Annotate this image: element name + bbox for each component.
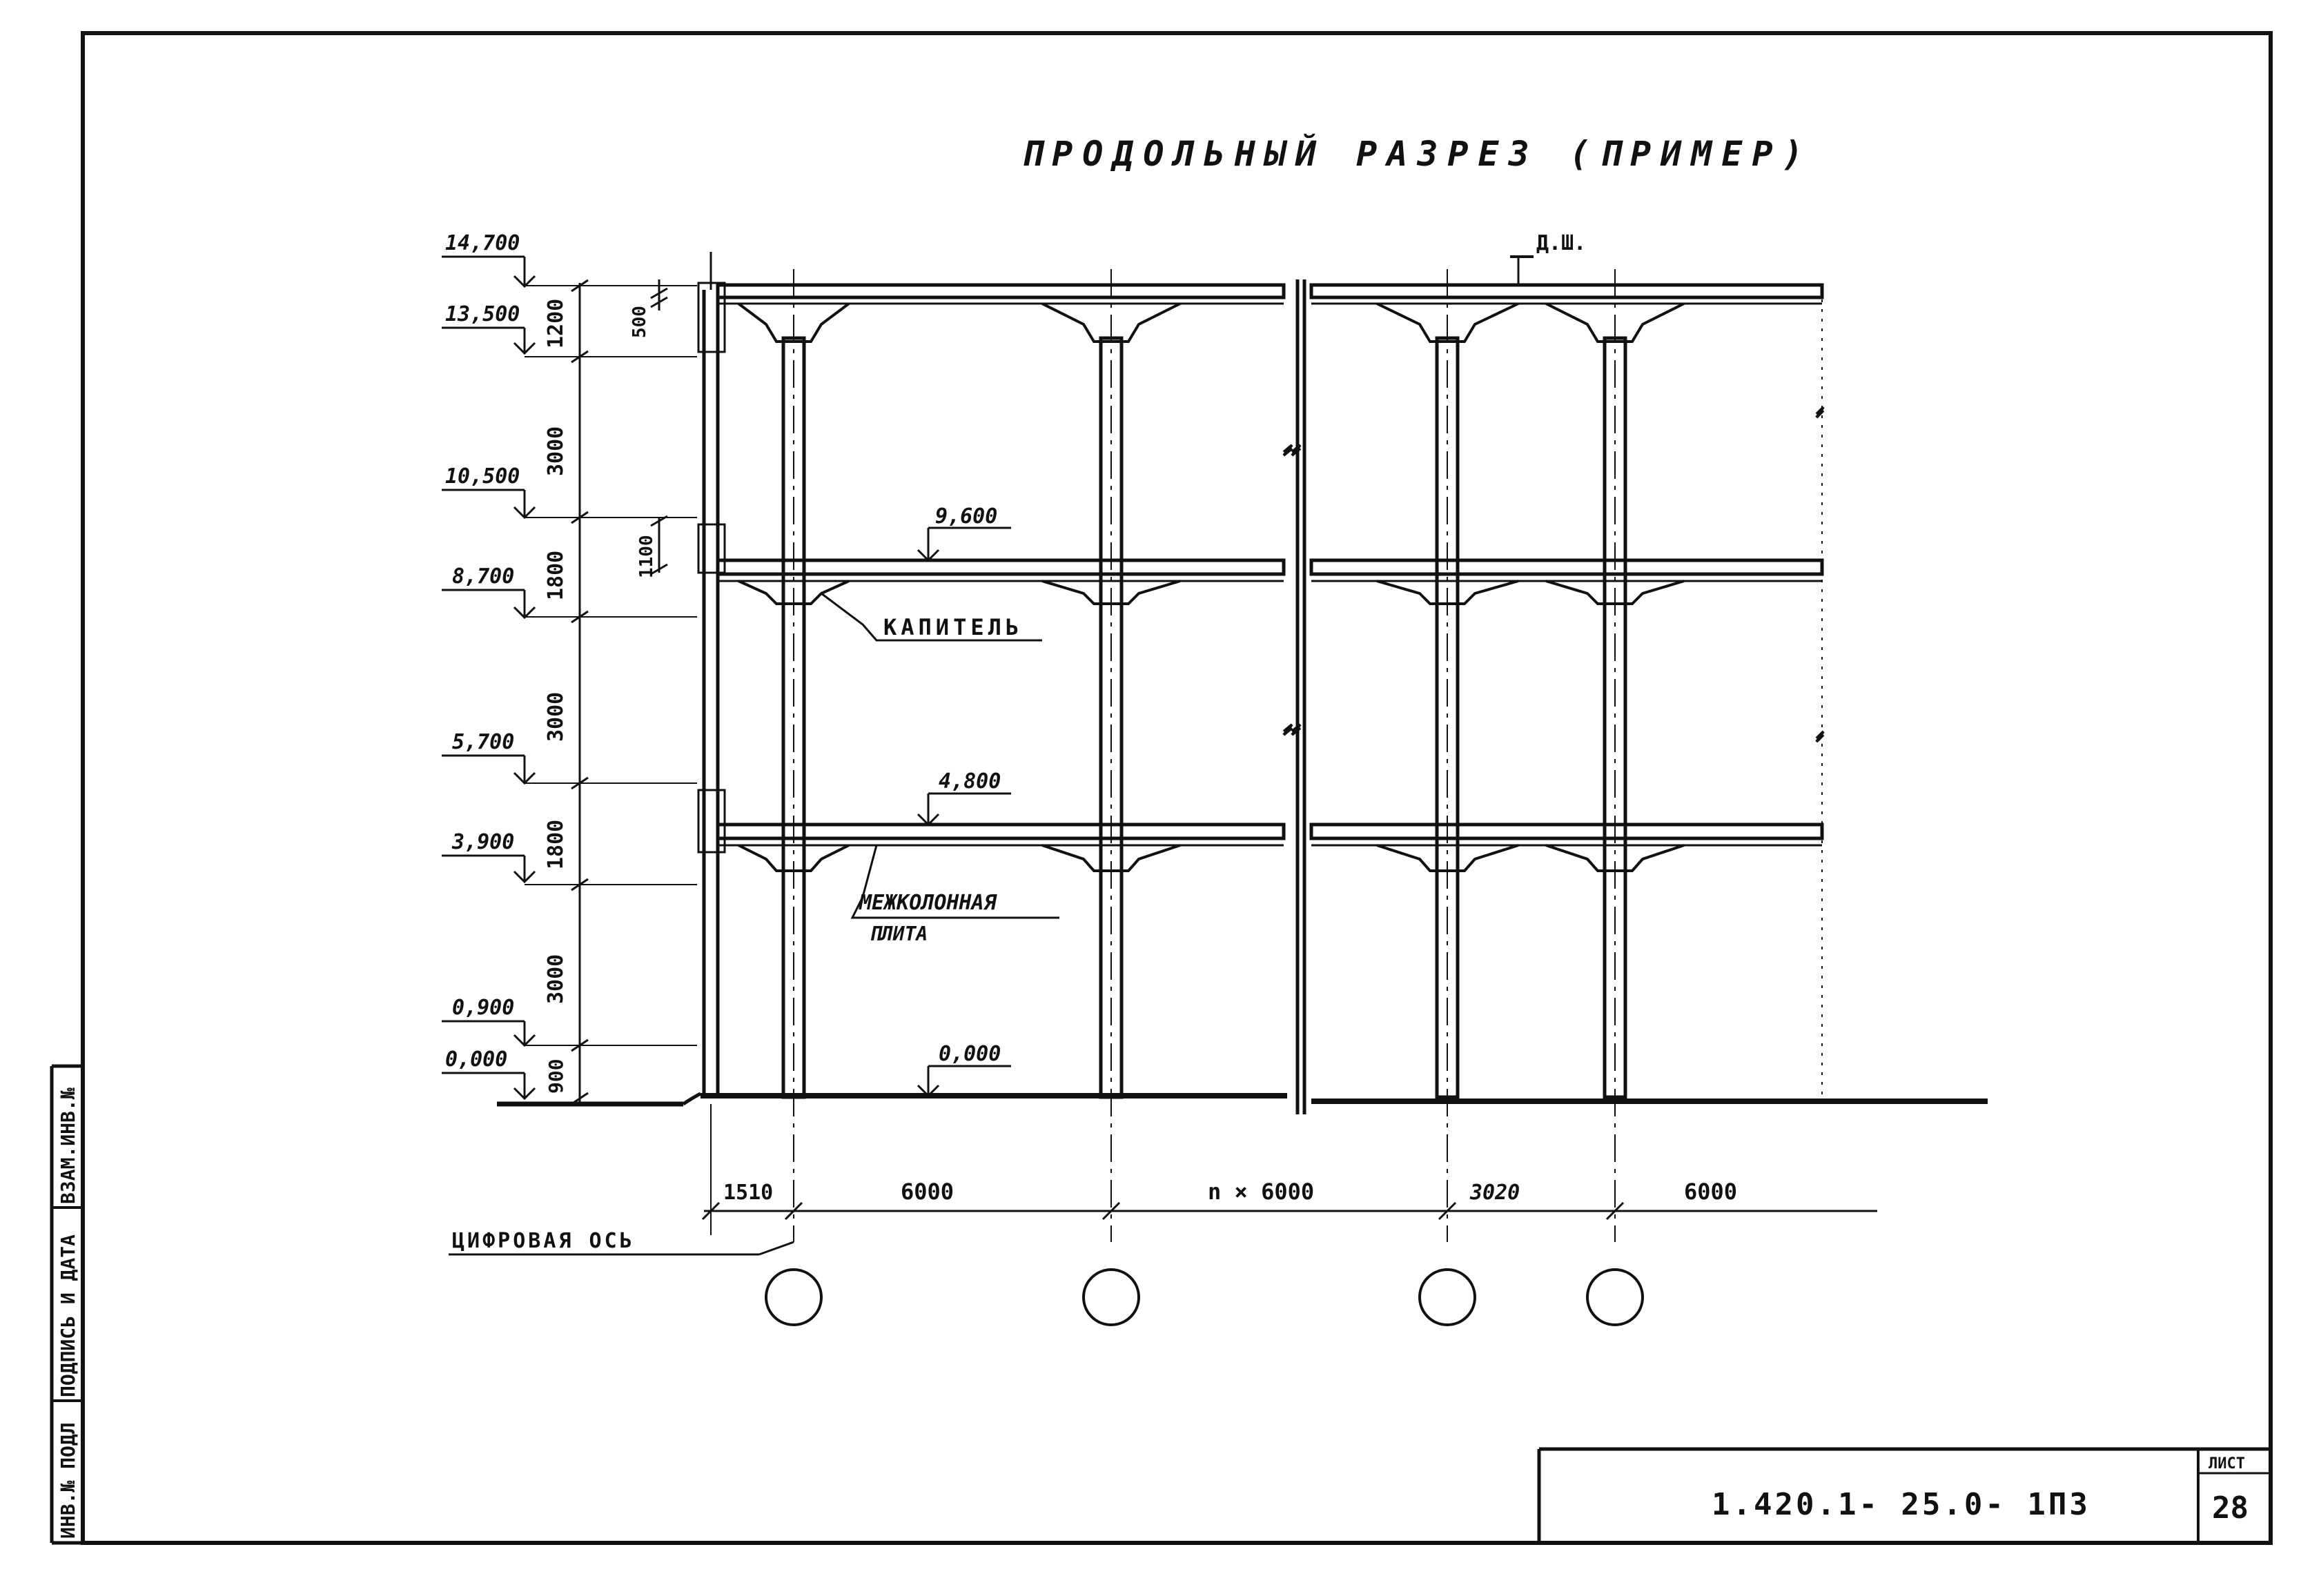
slab-label-1: МЕЖКОЛОННАЯ (859, 891, 998, 915)
side-strip: ВЗАМ.ИНВ.№ ПОДПИСЬ И ДАТА ИНВ.№ ПОДЛ (50, 1064, 83, 1545)
side-label-original: ИНВ.№ ПОДЛ (57, 1422, 79, 1539)
floor-marks: 9,600 4,800 0,000 (917, 504, 1011, 1098)
level-13500: 13,500 (445, 302, 520, 326)
floor-mark-0000: 0,000 (939, 1042, 1001, 1066)
side-label-signature: ПОДПИСЬ И ДАТА (57, 1234, 79, 1397)
floor-slab-level-2 (716, 558, 1824, 582)
bottom-dim-1510: 1510 (723, 1181, 773, 1205)
level-5700: 5,700 (452, 730, 514, 754)
dim-3000-mid: 3000 (544, 692, 568, 742)
level-3900: 3,900 (451, 830, 514, 854)
axis-circle-2 (1082, 1268, 1140, 1326)
floor-mark-4800: 4,800 (939, 769, 1001, 794)
capital-label: КАПИТЕЛЬ (883, 614, 1023, 640)
bottom-dim-n6000: n × 6000 (1208, 1179, 1314, 1205)
dim-1100: 1100 (636, 535, 657, 578)
vertical-dimension-chain: 1200 3000 1800 3000 1800 3000 900 500 11… (525, 279, 697, 1105)
dim-3000-bottom: 3000 (544, 954, 568, 1004)
structure (497, 252, 1988, 1242)
dim-3000-top: 3000 (544, 426, 568, 476)
dim-1800-bottom: 1800 (544, 820, 568, 869)
column-4 (1603, 269, 1627, 1242)
title-block: 1.420.1- 25.0- 1ПЗ ЛИСТ 28 (1537, 1447, 2271, 1543)
left-level-marks: 14,700 13,500 10,500 8,700 5,700 3,900 0… (442, 231, 536, 1101)
axis-label: ЦИФРОВАЯ ОСЬ (452, 1229, 635, 1253)
sheet-label: ЛИСТ (2209, 1455, 2245, 1472)
outer-frame (81, 31, 2273, 1545)
axis-circle-3 (1418, 1268, 1476, 1326)
sheet-number: 28 (2212, 1490, 2249, 1526)
capital-callout: КАПИТЕЛЬ (821, 592, 1042, 642)
column-3 (1435, 269, 1460, 1242)
drawing-code: 1.420.1- 25.0- 1ПЗ (1712, 1487, 2091, 1522)
roof-slab (716, 283, 1824, 305)
bottom-dim-6000-a: 6000 (901, 1179, 954, 1205)
dim-900: 900 (545, 1058, 567, 1094)
level-14700: 14,700 (445, 231, 520, 255)
floor-slab-level-1 (716, 822, 1824, 847)
floor-mark-9600: 9,600 (935, 504, 997, 529)
slab-callout: МЕЖКОЛОННАЯ ПЛИТА (850, 845, 1059, 945)
capitals-level-1 (738, 844, 1685, 872)
level-10500: 10,500 (445, 464, 520, 489)
column-1 (781, 269, 806, 1242)
capitals-roof (737, 302, 1685, 343)
column-2 (1099, 269, 1124, 1242)
bottom-dim-6000-b: 6000 (1684, 1179, 1737, 1205)
slab-label-2: ПЛИТА (870, 923, 928, 945)
level-0900: 0,900 (452, 996, 514, 1020)
capitals-level-2 (738, 580, 1685, 605)
roof-drain: Д.Ш. (1510, 231, 1586, 285)
level-8700: 8,700 (452, 564, 514, 589)
axis-circle-4 (1586, 1268, 1644, 1326)
level-0000: 0,000 (445, 1047, 507, 1072)
side-label-replaced: ВЗАМ.ИНВ.№ (57, 1087, 79, 1204)
dim-1800-top: 1800 (544, 551, 568, 600)
roof-drain-label: Д.Ш. (1536, 231, 1586, 255)
axis-circle-1 (765, 1268, 823, 1326)
bottom-dimension-chain: 1510 6000 n × 6000 3020 6000 (701, 1104, 1877, 1235)
dim-1200: 1200 (544, 299, 568, 348)
axis-markers: ЦИФРОВАЯ ОСЬ (449, 1229, 1644, 1326)
drawing-title: ПРОДОЛЬНЫЙ РАЗРЕЗ (ПРИМЕР) (1021, 134, 1813, 174)
break-marks (1282, 406, 1825, 743)
bottom-dim-3020: 3020 (1469, 1181, 1520, 1205)
dim-500: 500 (629, 306, 650, 338)
